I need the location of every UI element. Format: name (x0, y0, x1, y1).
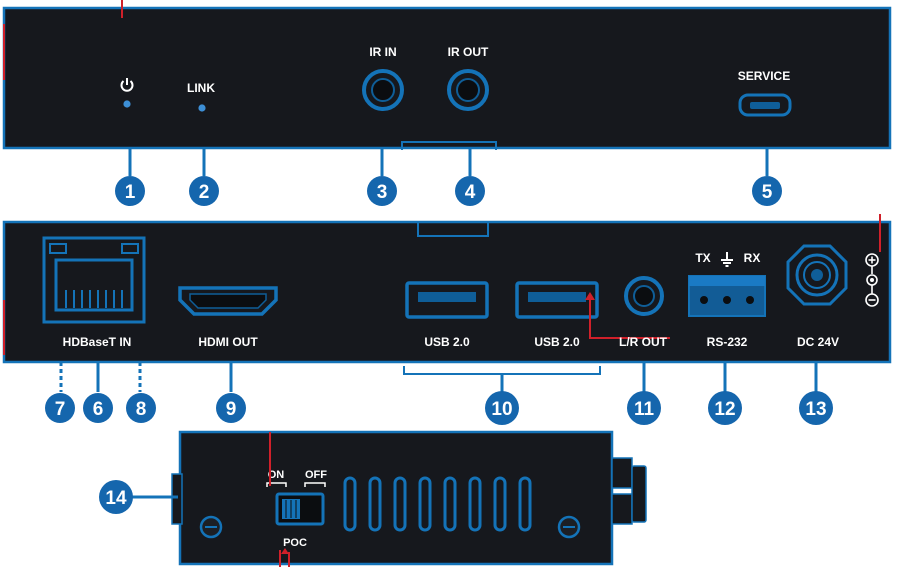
vent-slots (343, 476, 532, 532)
svg-text:14: 14 (105, 488, 127, 509)
svg-text:10: 10 (491, 399, 512, 420)
svg-text:8: 8 (136, 399, 147, 420)
off-bracket (304, 482, 326, 487)
screw-right (557, 515, 581, 539)
svg-text:3: 3 (377, 182, 388, 203)
callout-12: 12 (708, 391, 742, 425)
ir-out-label: IR OUT (448, 45, 489, 59)
side-tab-right (611, 493, 633, 525)
rs232-label: RS-232 (707, 335, 748, 349)
usb-bracket (403, 366, 601, 375)
svg-text:1: 1 (125, 182, 136, 203)
hdbaset-port[interactable] (42, 236, 146, 324)
service-label: SERVICE (738, 69, 790, 83)
side-tab-right (611, 457, 633, 489)
poc-switch[interactable] (275, 492, 325, 526)
svg-text:13: 13 (805, 399, 826, 420)
svg-text:7: 7 (55, 399, 66, 420)
usb-1-label: USB 2.0 (424, 335, 470, 349)
usb-2-label: USB 2.0 (534, 335, 580, 349)
callout-2: 2 (189, 176, 219, 206)
polarity-icon (865, 253, 879, 307)
lr-out-label: L/R OUT (619, 335, 668, 349)
side-tab-right-cap (631, 465, 647, 523)
hdbaset-label: HDBaseT IN (63, 335, 132, 349)
front-panel-body (2, 6, 892, 150)
screw-left (199, 515, 223, 539)
service-port[interactable] (738, 93, 792, 117)
hdmi-port[interactable] (178, 286, 278, 316)
hdmi-label: HDMI OUT (198, 335, 258, 349)
on-bracket (266, 482, 287, 487)
callout-5: 5 (752, 176, 782, 206)
callout-9: 9 (216, 393, 246, 423)
svg-text:2: 2 (199, 182, 210, 203)
rx-label: RX (744, 251, 761, 265)
svg-text:5: 5 (762, 182, 773, 203)
power-icon (120, 78, 134, 92)
usb-port-1[interactable] (405, 281, 489, 319)
callout-8: 8 (126, 393, 156, 423)
ir-in-jack[interactable] (362, 69, 404, 111)
dc-label: DC 24V (797, 335, 839, 349)
link-label: LINK (187, 81, 215, 95)
top-notch (417, 222, 489, 237)
on-label: ON (268, 469, 285, 481)
callout-10: 10 (485, 391, 519, 425)
audio-jack[interactable] (624, 276, 664, 316)
svg-text:11: 11 (634, 399, 655, 420)
callout-11: 11 (627, 391, 661, 425)
link-led (198, 104, 206, 112)
front-panel: LINK IR IN IR OUT SERVICE (2, 0, 892, 150)
red-arrow-mark (585, 292, 670, 339)
tx-label: TX (695, 251, 710, 265)
svg-text:4: 4 (465, 182, 476, 203)
callout-6: 6 (83, 393, 113, 423)
rs232-terminal[interactable] (688, 275, 766, 317)
off-label: OFF (305, 469, 327, 481)
usb-port-2[interactable] (515, 281, 599, 319)
callout-14: 14 (99, 480, 133, 514)
ir-out-jack[interactable] (447, 69, 489, 111)
dc-power-jack[interactable] (786, 244, 848, 306)
power-led (123, 100, 131, 108)
svg-text:6: 6 (93, 399, 104, 420)
red-arrow-mark (279, 548, 290, 567)
callout-3: 3 (367, 176, 397, 206)
side-tab-left (171, 473, 183, 525)
ground-icon (721, 252, 733, 267)
callout-1: 1 (115, 176, 145, 206)
callout-13: 13 (799, 391, 833, 425)
rear-panel: HDBaseT IN HDMI OUT USB 2.0 USB 2.0 (2, 214, 892, 364)
side-panel: ON OFF POC (171, 430, 647, 567)
poc-label: POC (283, 537, 307, 549)
ir-in-label: IR IN (369, 45, 396, 59)
svg-text:12: 12 (714, 399, 735, 420)
callout-4: 4 (455, 176, 485, 206)
svg-text:9: 9 (226, 399, 237, 420)
ir-bracket (401, 141, 497, 150)
callout-7: 7 (45, 393, 75, 423)
